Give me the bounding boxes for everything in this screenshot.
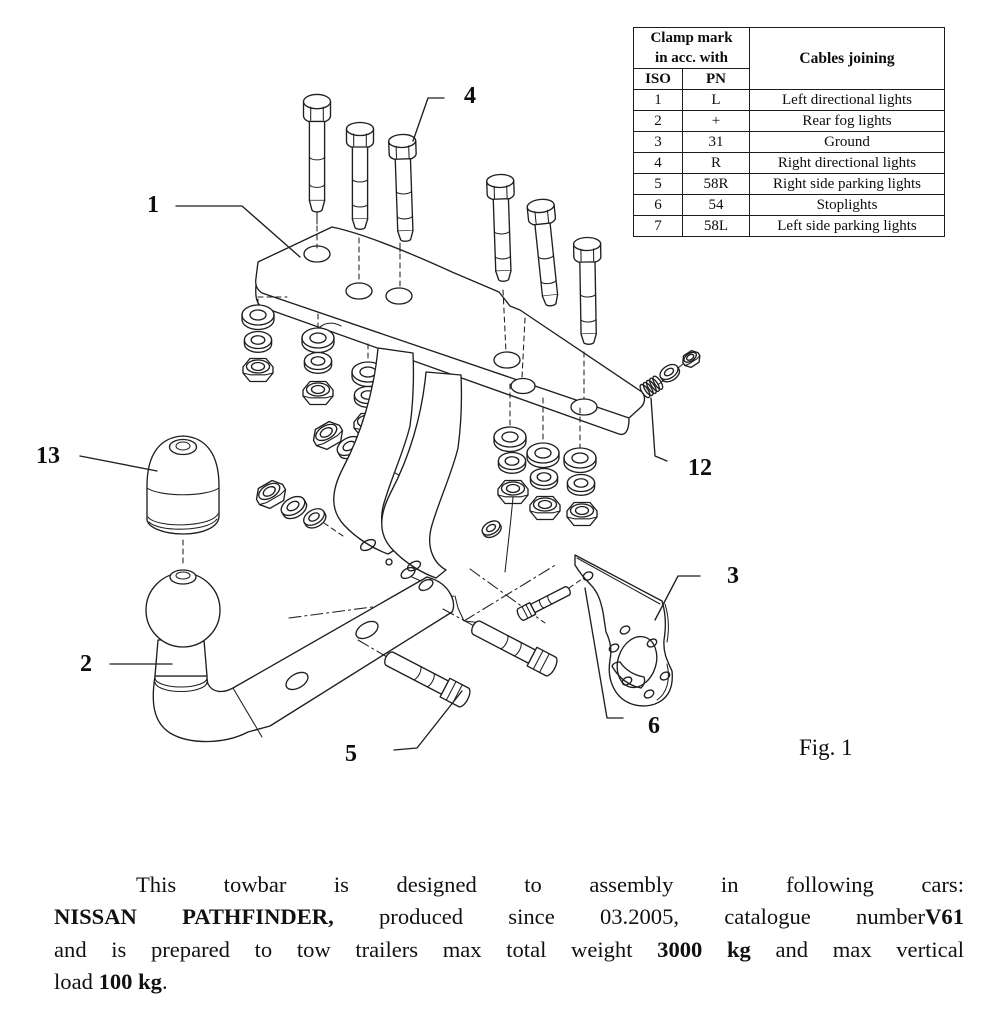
pn-cell: 58R xyxy=(682,173,750,195)
cables-cell: Left directional lights xyxy=(749,89,945,111)
part-label-3: 3 xyxy=(727,563,739,589)
pn-cell: + xyxy=(682,110,750,132)
part-label-12: 12 xyxy=(688,455,712,481)
part-label-2: 2 xyxy=(80,651,92,677)
clamp-mark-table: Clamp mark in acc. with Cables joining I… xyxy=(633,27,945,237)
part-label-6: 6 xyxy=(648,713,660,739)
cables-cell: Ground xyxy=(749,131,945,153)
cables-joining-header: Cables joining xyxy=(749,27,945,90)
table-row: 1 L Left directional lights xyxy=(633,89,945,111)
iso-column-header: ISO xyxy=(633,68,683,90)
iso-cell: 6 xyxy=(633,194,683,216)
paragraph-text: . xyxy=(161,969,168,995)
paragraph-text: produced since 03.2005, catalogue number xyxy=(333,904,926,930)
clamp-mark-header: Clamp mark in acc. with xyxy=(633,27,750,69)
cables-cell: Right directional lights xyxy=(749,152,945,174)
leader-lines xyxy=(80,98,700,750)
spring-assembly-drawing xyxy=(637,347,704,400)
iso-cell: 1 xyxy=(633,89,683,111)
paragraph-line: This towbar is designed to assembly in f… xyxy=(54,869,964,901)
paragraph-text: and is prepared to tow trailers max tota… xyxy=(54,936,658,962)
fixing-bolts-drawing xyxy=(358,579,582,710)
table-row: 4 R Right directional lights xyxy=(633,152,945,174)
cables-cell: Left side parking lights xyxy=(749,215,945,237)
iso-cell: 4 xyxy=(633,152,683,174)
paragraph-text: load xyxy=(54,969,99,995)
description-paragraph: This towbar is designed to assembly in f… xyxy=(54,869,964,999)
paragraph-line: and is prepared to tow trailers max tota… xyxy=(54,934,964,966)
table-row: 2 + Rear fog lights xyxy=(633,110,945,132)
iso-cell: 7 xyxy=(633,215,683,237)
socket-plate-drawing xyxy=(575,555,672,706)
exploded-assembly-drawing xyxy=(0,93,704,850)
table-row: 5 58R Right side parking lights xyxy=(633,173,945,195)
pn-cell: 54 xyxy=(682,194,750,216)
iso-cell: 3 xyxy=(633,131,683,153)
part-label-13: 13 xyxy=(36,443,60,469)
table-row: 7 58L Left side parking lights xyxy=(633,215,945,237)
max-load-text: 100 kg xyxy=(98,969,162,995)
washer-nut-stacks xyxy=(241,297,598,572)
part-label-1: 1 xyxy=(147,192,159,218)
max-weight-text: 3000 kg xyxy=(657,936,751,962)
catalogue-number-text: V61 xyxy=(925,904,964,930)
paragraph-line: NISSAN PATHFINDER, produced since 03.200… xyxy=(54,901,964,933)
pn-column-header: PN xyxy=(682,68,750,90)
car-model-text: NISSAN PATHFINDER, xyxy=(54,904,334,930)
cables-cell: Stoplights xyxy=(749,194,945,216)
pn-cell: 31 xyxy=(682,131,750,153)
cables-cell: Right side parking lights xyxy=(749,173,945,195)
towball-arm-drawing xyxy=(146,570,454,742)
figure-caption: Fig. 1 xyxy=(799,735,853,760)
pn-cell: R xyxy=(682,152,750,174)
part-label-4: 4 xyxy=(464,83,476,109)
paragraph-text: This towbar is designed to assembly in f… xyxy=(136,872,964,897)
table-subheader-row: ISO PN xyxy=(633,68,945,90)
iso-cell: 5 xyxy=(633,173,683,195)
pn-cell: 58L xyxy=(682,215,750,237)
table-row: 3 31 Ground xyxy=(633,131,945,153)
table-header-row: Clamp mark in acc. with Cables joining xyxy=(633,27,945,90)
pn-cell: L xyxy=(682,89,750,111)
ball-cover-drawing xyxy=(147,436,219,566)
table-row: 6 54 Stoplights xyxy=(633,194,945,216)
hex-bolts-drawing xyxy=(302,93,604,399)
cables-cell: Rear fog lights xyxy=(749,110,945,132)
part-label-5: 5 xyxy=(345,741,357,767)
hanger-bracket-drawing xyxy=(334,348,462,593)
paragraph-text: and max vertical xyxy=(750,936,964,962)
paragraph-line: load 100 kg. xyxy=(54,966,964,998)
iso-cell: 2 xyxy=(633,110,683,132)
